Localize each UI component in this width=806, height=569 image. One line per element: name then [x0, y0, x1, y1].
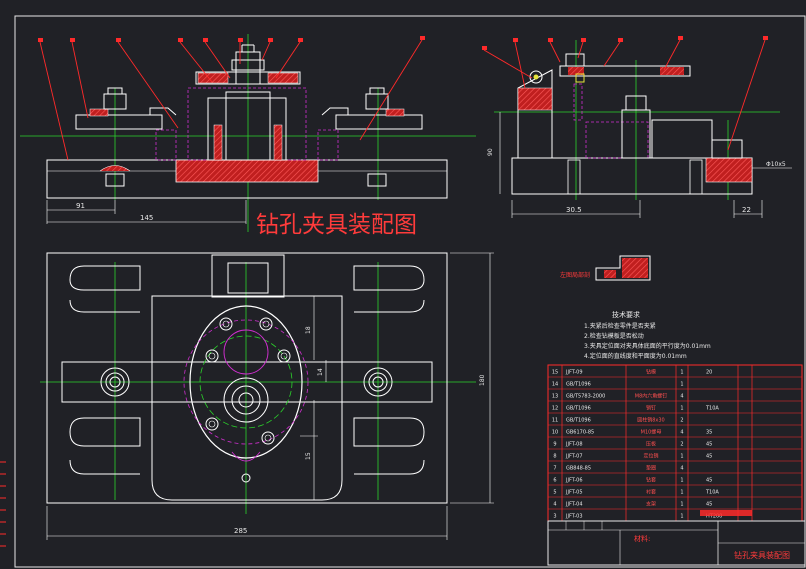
bom-cell-name: M10螺母 — [641, 429, 662, 436]
bom-cell-qty: 1 — [680, 370, 683, 376]
bom-cell-code: JJFT-03 — [565, 514, 583, 520]
drawing-title: 钻孔夹具装配图 — [256, 212, 417, 238]
side-view: 90 30.5 22 Φ10x5 — [482, 36, 792, 218]
dim-top-180: 180 — [479, 374, 486, 386]
bom-cell-name: 支架 — [646, 501, 656, 508]
bom-cell-mat: T10A — [705, 490, 719, 496]
bom-cell-code: GB/T1096 — [566, 382, 591, 388]
bom-cell-mat: 45 — [706, 454, 712, 460]
bom-cell-code: GB/T1096 — [566, 418, 591, 424]
bom-cell-code: JJFT-06 — [565, 478, 583, 484]
bom-cell-qty: 1 — [680, 406, 683, 412]
bom-cell-code: GB/T1096 — [566, 406, 591, 412]
bom-cell-qty: 1 — [680, 454, 683, 460]
bom-cell-qty: 1 — [680, 490, 683, 496]
bom-cell-qty: 4 — [680, 466, 683, 472]
tech-line-2: 2.检查钻模板是否松动 — [584, 332, 644, 340]
bom-cell-no: 10 — [552, 430, 558, 436]
bom-cell-no: 13 — [552, 394, 558, 400]
left-margin-ticks — [0, 461, 6, 547]
title-block-name: 钻孔夹具装配图 — [734, 550, 790, 560]
section-detail: 左图局部剖 — [560, 255, 651, 281]
bom-cell-code: JJFT-07 — [565, 454, 583, 460]
dim-top-285: 285 — [234, 527, 247, 535]
bom-cell-code: JJFT-08 — [565, 442, 583, 448]
bom-cell-mat: 45 — [706, 478, 712, 484]
bom-cell-qty: 2 — [680, 418, 683, 424]
tech-line-3: 3.夹具定位面对夹具体底面的平行度为0.01mm — [584, 342, 711, 350]
front-view: 91 145 — [20, 34, 476, 232]
dim-top-14: 14 — [317, 368, 324, 376]
bom-cell-mat: 45 — [706, 502, 712, 508]
top-view: 285 180 15 18 14 — [40, 252, 494, 540]
bom-cell-mat: 20 — [706, 370, 712, 376]
bom-cell-no: 6 — [553, 478, 556, 484]
bom-cell-name: 压板 — [646, 441, 656, 448]
tech-line-1: 1.夹紧后检查零件是否夹紧 — [584, 322, 656, 330]
bom-cell-qty: 2 — [680, 442, 683, 448]
bom-cell-name: 钻套 — [646, 477, 656, 484]
bom-cell-name: 衬套 — [646, 489, 656, 496]
bom-cell-name: M8内六角螺钉 — [635, 393, 668, 400]
bom-cell-code: GB848-85 — [566, 466, 591, 472]
tech-heading: 技术要求 — [612, 310, 640, 319]
tech-line-4: 4.定位面的直线度和平面度为0.01mm — [584, 352, 687, 360]
bom-cell-qty: 4 — [680, 394, 683, 400]
bom-cell-no: 11 — [552, 418, 558, 424]
bom-cell-name: 定位销 — [643, 453, 658, 460]
bom-cell-no: 7 — [553, 466, 556, 472]
bom-cell-name: 垫圈 — [646, 465, 656, 472]
dim-side-30-5: 30.5 — [566, 206, 582, 214]
bom-cell-no: 12 — [552, 406, 558, 412]
bom-cell-qty: 1 — [680, 514, 683, 520]
bom-cell-mat: 35 — [706, 430, 712, 436]
bom-cell-code: JJFT-09 — [565, 370, 583, 376]
bom-cell-mat: HT200 — [706, 514, 722, 520]
bom-cell-qty: 1 — [680, 382, 683, 388]
drawing-border — [14, 15, 806, 568]
bom-cell-no: 8 — [553, 454, 556, 460]
bom-cell-mat: T10A — [705, 406, 719, 412]
bom-cell-no: 3 — [553, 514, 556, 520]
dim-side-phi: Φ10x5 — [766, 161, 786, 168]
bom-cell-qty: 1 — [680, 478, 683, 484]
dim-side-90: 90 — [487, 148, 494, 156]
tech-requirements: 技术要求 1.夹紧后检查零件是否夹紧 2.检查钻模板是否松动 3.夹具定位面对夹… — [584, 310, 711, 360]
bom-cell-no: 4 — [553, 502, 556, 508]
bom-cell-name: 销钉 — [646, 405, 656, 412]
bom-cell-qty: 4 — [680, 430, 683, 436]
bom-cell-code: GB6170-85 — [566, 430, 594, 436]
dim-front-91: 91 — [76, 202, 85, 210]
dim-side-22: 22 — [742, 206, 751, 214]
bom-cell-no: 9 — [553, 442, 556, 448]
title-block-label: 材料: — [634, 534, 650, 543]
bom-cell-no: 5 — [553, 490, 556, 496]
bom-cell-no: 15 — [552, 370, 558, 376]
bom-cell-name: 圆柱销8x30 — [637, 417, 665, 424]
dim-top-15: 15 — [305, 452, 312, 460]
section-label: 左图局部剖 — [560, 271, 590, 279]
title-block: 材料: 钻孔夹具装配图 — [547, 510, 806, 566]
bom-cell-qty: 1 — [680, 502, 683, 508]
bom-cell-code: JJFT-04 — [565, 502, 583, 508]
bom-cell-code: JJFT-05 — [565, 490, 583, 496]
dim-top-18: 18 — [305, 326, 312, 334]
bom-cell-mat: 45 — [706, 442, 712, 448]
bom-cell-no: 14 — [552, 382, 558, 388]
dim-front-145: 145 — [140, 214, 153, 222]
bom-cell-name: 钻模 — [646, 369, 656, 376]
bom-cell-code: GB/T5783-2000 — [566, 394, 605, 400]
